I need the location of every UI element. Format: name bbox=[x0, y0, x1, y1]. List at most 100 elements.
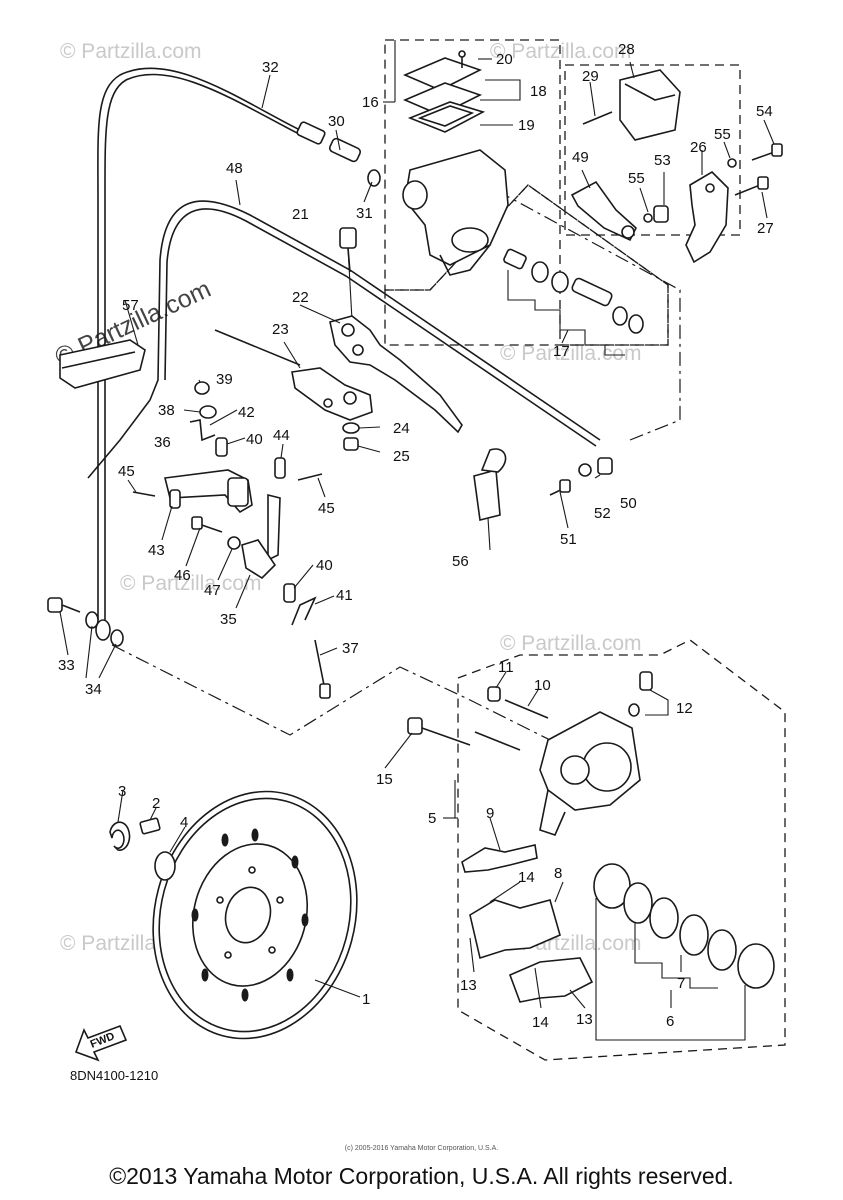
part-number-47: 47 bbox=[204, 582, 221, 599]
part-number-56: 56 bbox=[452, 553, 469, 570]
cap-11 bbox=[487, 686, 501, 702]
pin-40a bbox=[215, 437, 228, 457]
part-number-8: 8 bbox=[554, 865, 562, 882]
part-number-28: 28 bbox=[618, 41, 635, 58]
part-number-51: 51 bbox=[560, 531, 577, 548]
part-number-20: 20 bbox=[496, 51, 513, 68]
watermark: © Partzilla.com bbox=[60, 40, 202, 63]
brake-rod-35 bbox=[241, 493, 281, 580]
part-number-18: 18 bbox=[530, 83, 547, 100]
bolt-37 bbox=[314, 639, 326, 691]
part-number-13: 13 bbox=[576, 1011, 593, 1028]
part-number-54: 54 bbox=[756, 103, 773, 120]
part-number-22: 22 bbox=[292, 289, 309, 306]
part-number-16: 16 bbox=[362, 94, 379, 111]
part-number-15: 15 bbox=[376, 771, 393, 788]
part-number-5: 5 bbox=[428, 810, 436, 827]
part-number-6: 6 bbox=[666, 1013, 674, 1030]
brake-light-switch-28 bbox=[619, 69, 681, 141]
part-number-27: 27 bbox=[757, 220, 774, 237]
piston-kit-17 bbox=[503, 248, 644, 356]
connection-line bbox=[111, 644, 561, 746]
part-number-30: 30 bbox=[328, 113, 345, 130]
part-number-17: 17 bbox=[553, 343, 570, 360]
watermark: © Partzilla.com bbox=[500, 342, 642, 365]
part-number-4: 4 bbox=[180, 814, 188, 831]
screw-29 bbox=[582, 111, 613, 125]
part-number-37: 37 bbox=[342, 640, 359, 657]
seal-kit-bracket bbox=[634, 923, 718, 989]
part-number-40: 40 bbox=[316, 557, 333, 574]
pedal-bracket-23 bbox=[214, 329, 373, 421]
fwd-arrow: FWD bbox=[74, 1024, 128, 1062]
caliper-5 bbox=[539, 711, 641, 836]
part-number-48: 48 bbox=[226, 160, 243, 177]
brake-hose-32-inner bbox=[104, 73, 304, 620]
part-number-40: 40 bbox=[246, 431, 263, 448]
part-number-26: 26 bbox=[690, 139, 707, 156]
part-number-36: 36 bbox=[154, 434, 171, 451]
part-number-11: 11 bbox=[498, 659, 514, 676]
brake-pedal-22 bbox=[329, 315, 463, 434]
cotter-pin-45a bbox=[132, 491, 156, 497]
part-number-2: 2 bbox=[152, 795, 160, 812]
washer-52 bbox=[578, 463, 592, 477]
washer-31 bbox=[367, 169, 381, 187]
part-number-23: 23 bbox=[272, 321, 289, 338]
part-number-32: 32 bbox=[262, 59, 279, 76]
part-number-31: 31 bbox=[356, 205, 373, 222]
part-number-7: 7 bbox=[677, 975, 685, 992]
connection-line bbox=[504, 194, 681, 441]
washer-55a bbox=[643, 213, 653, 223]
part-number-42: 42 bbox=[238, 404, 255, 421]
part-number-35: 35 bbox=[220, 611, 237, 628]
heat-shield-56 bbox=[473, 448, 507, 521]
pin-40b bbox=[283, 583, 296, 603]
bolt-15-shaft bbox=[421, 727, 471, 746]
part-number-10: 10 bbox=[534, 677, 551, 694]
nut-47 bbox=[227, 536, 241, 550]
master-cylinder bbox=[402, 149, 509, 276]
caliper-assembly-box bbox=[457, 639, 786, 1061]
brake-hose-32 bbox=[97, 67, 301, 620]
piston-6 bbox=[593, 863, 775, 989]
fine-print: (c) 2005-2016 Yamaha Motor Corporation, … bbox=[344, 1145, 499, 1152]
screw-20-head bbox=[458, 50, 466, 58]
diagram-code: 8DN4100-1210 bbox=[70, 1068, 158, 1083]
hose-fitting-30 bbox=[296, 121, 362, 163]
part-number-34: 34 bbox=[85, 681, 102, 698]
part-number-55: 55 bbox=[628, 170, 645, 187]
bolt-21 bbox=[339, 227, 357, 321]
pedal-cover-box bbox=[564, 64, 741, 236]
part-number-52: 52 bbox=[594, 505, 611, 522]
part-number-39: 39 bbox=[216, 371, 233, 388]
part-number-1: 1 bbox=[362, 991, 370, 1008]
part-number-45: 45 bbox=[118, 463, 135, 480]
brake-disc-1 bbox=[152, 790, 358, 1040]
bolt-51-head bbox=[559, 479, 571, 493]
brake-hose-48-inner bbox=[164, 208, 597, 447]
part-number-9: 9 bbox=[486, 805, 494, 822]
part-number-46: 46 bbox=[174, 567, 191, 584]
part-number-25: 25 bbox=[393, 448, 410, 465]
part-number-21: 21 bbox=[292, 206, 309, 223]
part-number-44: 44 bbox=[273, 427, 290, 444]
brake-rod bbox=[87, 399, 151, 479]
part-number-43: 43 bbox=[148, 542, 165, 559]
piston-bracket bbox=[595, 898, 746, 1041]
brake-hose-48 bbox=[149, 200, 601, 441]
master-cylinder-piston-kit-box bbox=[384, 184, 669, 346]
part-number-41: 41 bbox=[336, 587, 353, 604]
union-bolt-33 bbox=[47, 597, 81, 613]
watermark-group: © Partzilla.com © Partzilla.com © Partzi… bbox=[51, 40, 642, 955]
bolt-27-head bbox=[757, 176, 769, 190]
collar-50 bbox=[597, 457, 613, 475]
bolt-46-head bbox=[191, 516, 203, 530]
watermark: © Partzilla.com bbox=[500, 632, 642, 655]
collar-53 bbox=[653, 205, 669, 223]
pin-43 bbox=[169, 489, 181, 509]
part-number-29: 29 bbox=[582, 68, 599, 85]
part-number-50: 50 bbox=[620, 495, 637, 512]
part-number-13: 13 bbox=[460, 977, 477, 994]
